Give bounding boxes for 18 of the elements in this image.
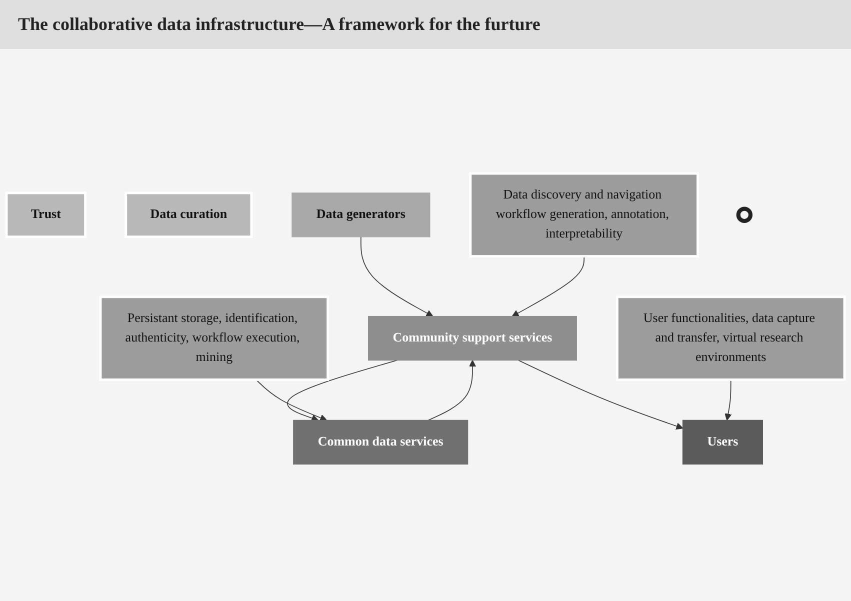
node-box: Common data services (293, 420, 468, 465)
node-box: Users (682, 420, 763, 465)
arrow (512, 256, 584, 317)
node-box: Trust (5, 192, 86, 238)
node-box: User functionalities, data capture and transfer, virtual research environments (616, 296, 846, 382)
arrow (428, 360, 476, 421)
node-ellipse (736, 206, 753, 224)
arrow (287, 360, 398, 422)
arrow (360, 236, 434, 317)
diagram-title: The collaborative data infrastructure—A framework for the furture (0, 0, 851, 49)
arrow (724, 379, 732, 421)
node-box: Persistant storage, identification, authenticity, workflow execution, mining (99, 296, 330, 382)
node-box: Data generators (292, 192, 430, 238)
node-box: Community support services (368, 316, 577, 361)
node-box: Data discovery and navigation workflow generation, annotation, interpretability (469, 172, 699, 258)
arrow (256, 379, 327, 422)
node-box: Data curation (124, 192, 253, 238)
arrow (518, 360, 684, 430)
